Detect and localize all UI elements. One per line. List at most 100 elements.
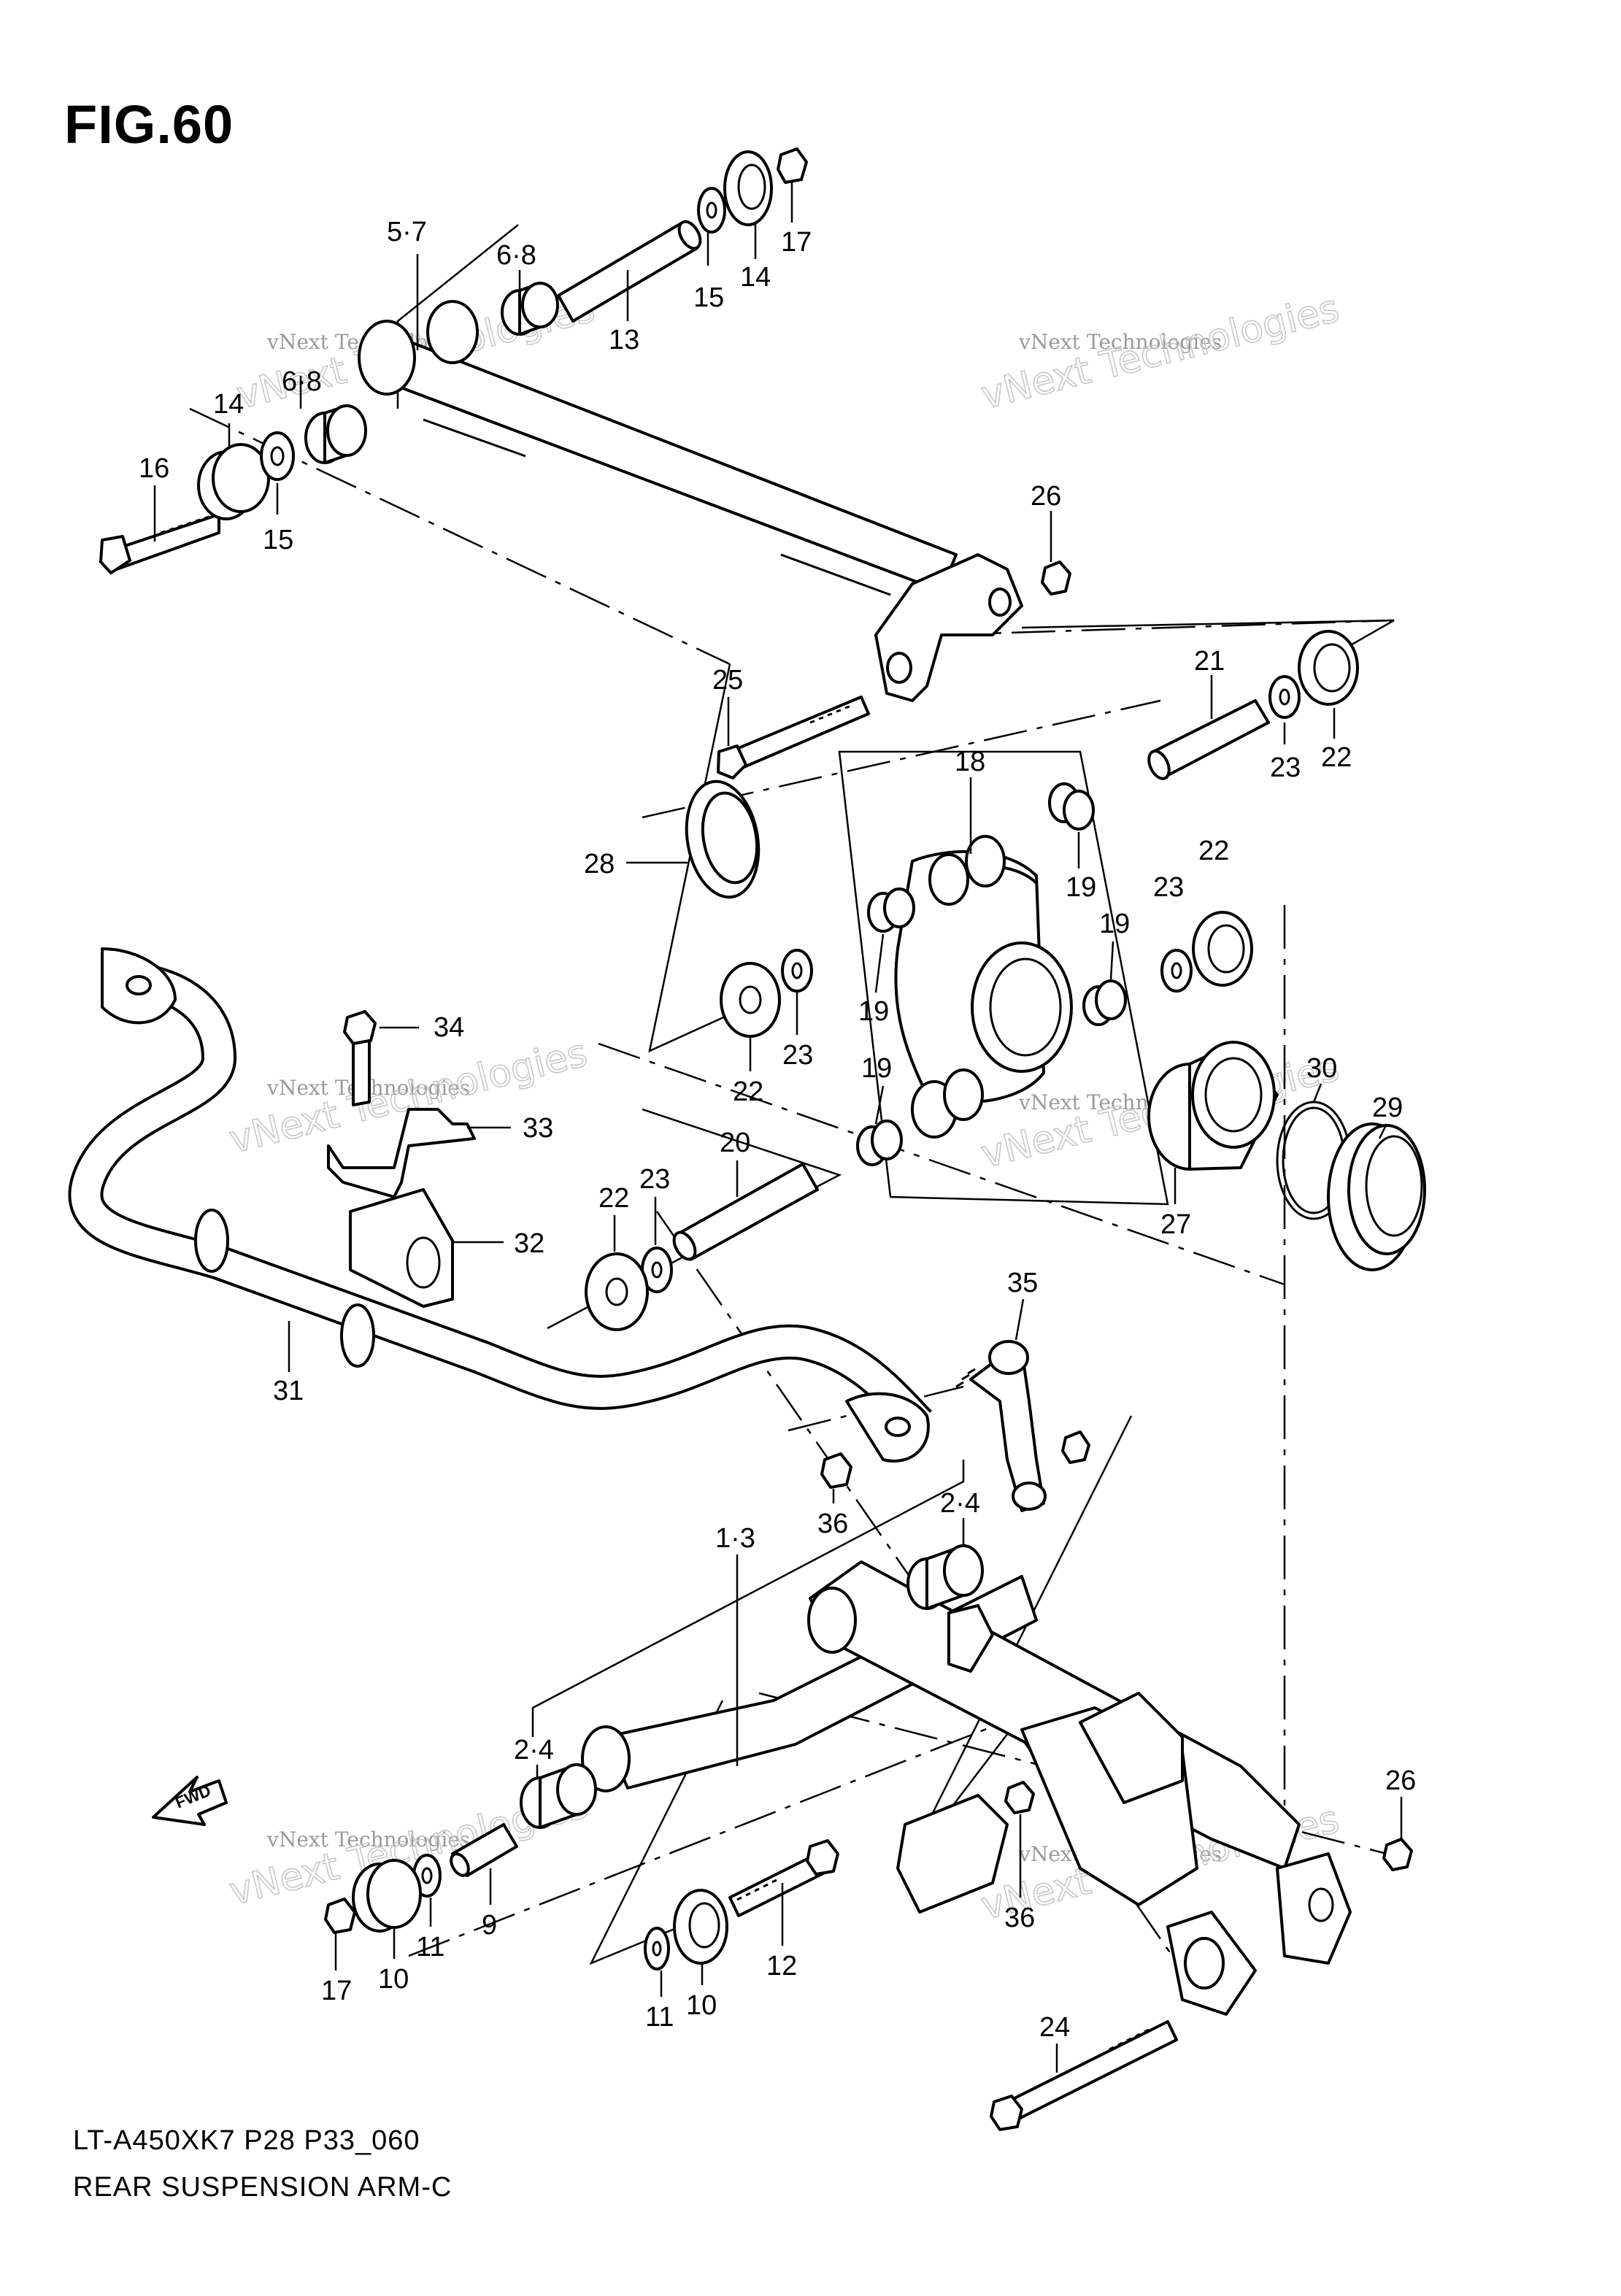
callout-23-low: 23 xyxy=(639,1164,670,1195)
washer-11-b xyxy=(644,1927,670,1971)
collar-19-c xyxy=(1082,979,1127,1026)
watermark-small: vNext Technologies xyxy=(266,1827,470,1852)
washer-23-r2 xyxy=(1160,949,1193,993)
washer-15-top xyxy=(697,187,726,234)
callout-1-3: 1·3 xyxy=(715,1523,755,1554)
callout-15-top: 15 xyxy=(693,282,724,313)
callout-14-left: 14 xyxy=(213,389,244,420)
callout-10-b: 10 xyxy=(686,1990,717,2021)
callout-6-8-left: 6·8 xyxy=(282,366,322,397)
bearing-22-r2 xyxy=(1192,911,1253,987)
bolt-12 xyxy=(728,1839,839,1917)
collar-19-b xyxy=(867,887,915,933)
washer-15-left xyxy=(260,431,295,481)
callout-26-top: 26 xyxy=(1031,481,1061,512)
callout-19-a: 19 xyxy=(1066,872,1096,903)
callout-21: 21 xyxy=(1194,646,1225,677)
callout-12: 12 xyxy=(766,1951,797,1981)
shaft-9 xyxy=(450,1823,518,1877)
bearing-22-l xyxy=(720,962,781,1038)
figure-title: FIG.60 xyxy=(64,94,234,155)
callout-25: 25 xyxy=(712,665,743,696)
callout-23-r2: 23 xyxy=(1153,872,1184,903)
bearing-22-low xyxy=(585,1252,649,1331)
bushing-14-top xyxy=(723,150,773,226)
callout-26-low: 26 xyxy=(1385,1765,1416,1796)
fwd-arrow-icon: FWD xyxy=(152,1776,228,1826)
callout-2-4-low: 2·4 xyxy=(514,1735,554,1765)
callout-35: 35 xyxy=(1007,1268,1038,1298)
callout-27: 27 xyxy=(1160,1209,1191,1240)
washer-23-r1 xyxy=(1268,675,1301,719)
callout-20: 20 xyxy=(720,1128,750,1158)
nut-17-top xyxy=(777,147,808,184)
figure-name: REAR SUSPENSION ARM-C xyxy=(73,2172,453,2203)
callout-22-r1: 22 xyxy=(1321,742,1352,773)
seal-28 xyxy=(685,779,761,899)
lower-arm-1-3 xyxy=(581,1560,1352,2016)
callout-19-b: 19 xyxy=(858,996,889,1027)
nut-26-top xyxy=(1041,560,1071,596)
collar-19-d xyxy=(856,1120,903,1166)
callout-9: 9 xyxy=(482,1910,497,1941)
washer-23-l xyxy=(781,949,813,993)
callout-5-7: 5·7 xyxy=(387,217,427,247)
shaft-20 xyxy=(672,1163,819,1261)
callout-10-a: 10 xyxy=(378,1964,409,1995)
clamp-33 xyxy=(327,1108,476,1198)
collar-6-8-left xyxy=(304,404,367,464)
callout-17-top: 17 xyxy=(781,227,812,258)
bearing-22-r1 xyxy=(1298,630,1359,706)
callout-11-b: 11 xyxy=(645,2002,674,2033)
bolt-16 xyxy=(99,513,220,574)
callout-22-r2: 22 xyxy=(1198,836,1229,866)
callout-13: 13 xyxy=(609,325,639,355)
knuckle-housing-18 xyxy=(894,835,1073,1139)
callout-29: 29 xyxy=(1372,1093,1403,1123)
callout-36-b: 36 xyxy=(1004,1903,1035,1933)
callout-11-a: 11 xyxy=(416,1932,444,1962)
watermark-small: vNext Technologies xyxy=(1018,330,1222,354)
upper-mount-bracket xyxy=(874,553,1023,702)
callout-19-c: 19 xyxy=(1099,909,1130,939)
collar-2-4-top xyxy=(906,1544,984,1610)
collar-19-a xyxy=(1048,782,1095,831)
callout-labels: 5·7 6·8 13 15 14 17 6·8 14 16 15 26 25 2… xyxy=(139,217,1416,2043)
bushing-10-a xyxy=(352,1859,422,1933)
callout-32: 32 xyxy=(514,1228,544,1259)
callout-2-4-top: 2·4 xyxy=(940,1488,980,1519)
callout-22-low: 22 xyxy=(598,1183,629,1214)
nut-17-low xyxy=(324,1898,356,1934)
bolt-24 xyxy=(990,2020,1178,2131)
callout-16: 16 xyxy=(139,453,169,484)
bushing-14-left xyxy=(197,443,270,520)
callout-22-mid: 22 xyxy=(733,1076,763,1107)
collar-6-8-top xyxy=(501,282,559,336)
callout-23-r1: 23 xyxy=(1270,752,1301,783)
callout-leaders xyxy=(153,182,1403,2073)
nut-26-low xyxy=(1382,1838,1413,1871)
callout-24: 24 xyxy=(1039,2012,1070,2043)
callout-34: 34 xyxy=(434,1012,464,1043)
shaft-13 xyxy=(557,220,702,323)
upper-pivot-shaft xyxy=(358,300,958,596)
callout-18: 18 xyxy=(955,747,985,777)
callout-31: 31 xyxy=(273,1376,304,1406)
callout-36-a: 36 xyxy=(817,1509,848,1539)
callout-19-d: 19 xyxy=(861,1053,892,1084)
nut-36-b xyxy=(1004,1781,1035,1814)
bolt-34 xyxy=(343,1010,377,1106)
callout-30: 30 xyxy=(1306,1053,1337,1084)
stabilizer-bar-31 xyxy=(68,947,933,1463)
bushing-10-b xyxy=(673,1889,728,1965)
callout-28: 28 xyxy=(584,849,615,879)
collar-2-4-low xyxy=(520,1763,597,1829)
shaft-21 xyxy=(1147,699,1270,780)
callout-33: 33 xyxy=(523,1113,553,1144)
callout-15-left: 15 xyxy=(263,525,293,555)
model-code: LT-A450XK7 P28 P33_060 xyxy=(73,2125,420,2156)
bearing-27 xyxy=(1147,1041,1279,1171)
bushing-32 xyxy=(349,1188,454,1308)
nut-36-a xyxy=(820,1452,852,1489)
